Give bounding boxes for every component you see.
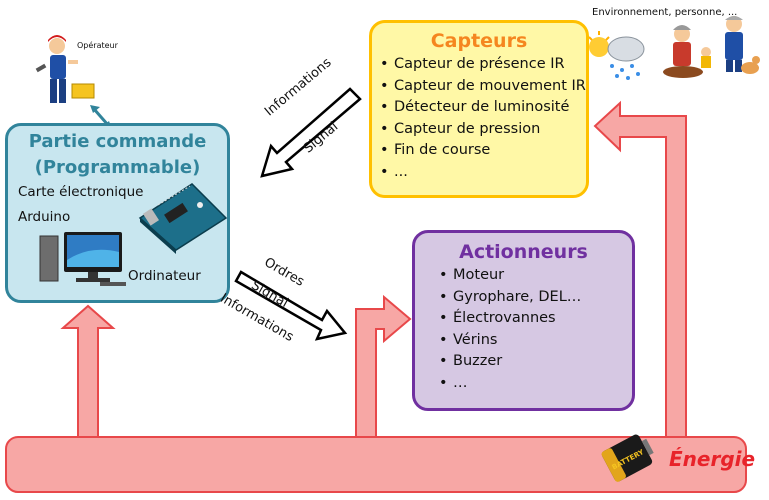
actionneurs-title: Actionneurs	[459, 241, 588, 263]
energy-bar	[5, 436, 747, 493]
capteurs-list: Capteur de présence IR Capteur de mouvem…	[378, 54, 586, 183]
list-item: Fin de course	[378, 140, 586, 162]
list-item: Détecteur de luminosité	[378, 97, 586, 119]
list-item: …	[437, 373, 632, 395]
orders-arrow	[234, 270, 348, 341]
operator-label: Opérateur	[77, 41, 118, 50]
actionneurs-box: Actionneurs Moteur Gyrophare, DEL… Élect…	[412, 230, 635, 411]
list-item: Capteur de mouvement IR	[378, 76, 586, 98]
board-label-1: Carte électronique	[18, 184, 144, 200]
computer-label: Ordinateur	[128, 268, 201, 284]
list-item: Capteur de présence IR	[378, 54, 586, 76]
operator-link	[92, 108, 110, 126]
energie-label: Énergie	[669, 447, 756, 471]
commande-title-2: (Programmable)	[34, 157, 201, 178]
capteurs-title: Capteurs	[430, 30, 528, 52]
energy-arrow-capteurs	[593, 100, 687, 438]
list-item: Gyrophare, DEL…	[437, 287, 632, 309]
list-item: Vérins	[437, 330, 632, 352]
capteurs-box: Capteurs Capteur de présence IR Capteur …	[369, 20, 589, 198]
list-item: ...	[378, 162, 586, 184]
actionneurs-list: Moteur Gyrophare, DEL… Électrovannes Vér…	[437, 265, 632, 394]
environment-label: Environnement, personne, ...	[592, 7, 738, 18]
board-label-2: Arduino	[18, 209, 71, 225]
list-item: Moteur	[437, 265, 632, 287]
list-item: Capteur de pression	[378, 119, 586, 141]
energy-arrow-commande	[60, 304, 116, 438]
energy-arrow-actionneurs	[355, 294, 412, 438]
list-item: Buzzer	[437, 351, 632, 373]
commande-title-1: Partie commande	[28, 131, 207, 152]
info-arrow	[260, 87, 362, 178]
list-item: Électrovannes	[437, 308, 632, 330]
